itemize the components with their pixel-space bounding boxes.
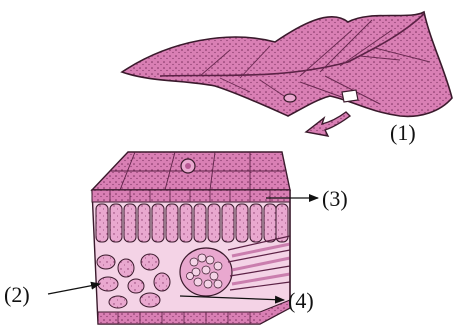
label-4: (4) xyxy=(288,288,314,313)
label-3: (3) xyxy=(322,186,348,211)
leaf-cross-section-icon xyxy=(92,152,290,324)
callout-arrow-2 xyxy=(48,284,100,294)
label-1: (1) xyxy=(390,120,416,145)
zoom-arrow-icon xyxy=(306,112,350,136)
label-2: (2) xyxy=(4,282,30,307)
leaf-icon xyxy=(122,12,452,116)
